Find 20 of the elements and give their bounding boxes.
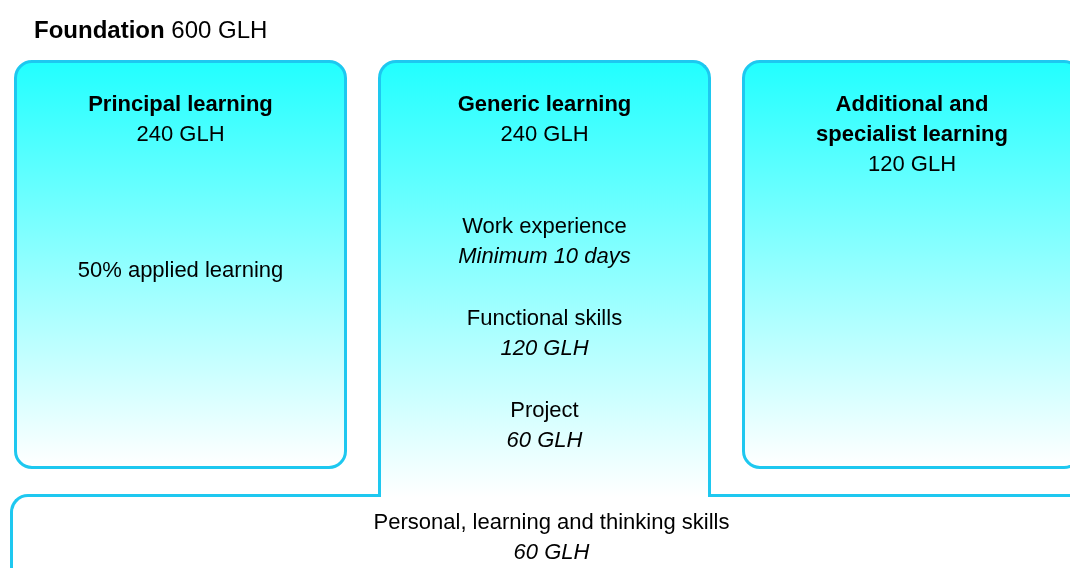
panel-text: Work experience bbox=[462, 212, 627, 240]
panel-text: Additional and specialist learning bbox=[815, 90, 1009, 148]
title: Foundation 600 GLH bbox=[34, 15, 268, 45]
panel-text: Personal, learning and thinking skills bbox=[373, 508, 730, 536]
panel-text: Generic learning bbox=[457, 90, 632, 118]
panel-text: 240 GLH bbox=[136, 120, 225, 148]
panel-text: Functional skills bbox=[466, 304, 623, 332]
learning-panel bbox=[378, 60, 711, 497]
panel-text: 240 GLH bbox=[500, 120, 589, 148]
panel-text: 120 GLH bbox=[500, 334, 589, 362]
learning-panel bbox=[742, 60, 1070, 469]
panel-text: 60 GLH bbox=[513, 538, 590, 566]
panel-text: 60 GLH bbox=[506, 426, 583, 454]
panel-text: Minimum 10 days bbox=[458, 242, 631, 270]
panel-text: Principal learning bbox=[88, 90, 273, 118]
panel-text: 50% applied learning bbox=[77, 256, 284, 284]
panel-text: Project bbox=[510, 396, 579, 424]
learning-panel bbox=[14, 60, 347, 469]
skills-band bbox=[10, 494, 1070, 568]
panel-text: 120 GLH bbox=[867, 150, 957, 178]
